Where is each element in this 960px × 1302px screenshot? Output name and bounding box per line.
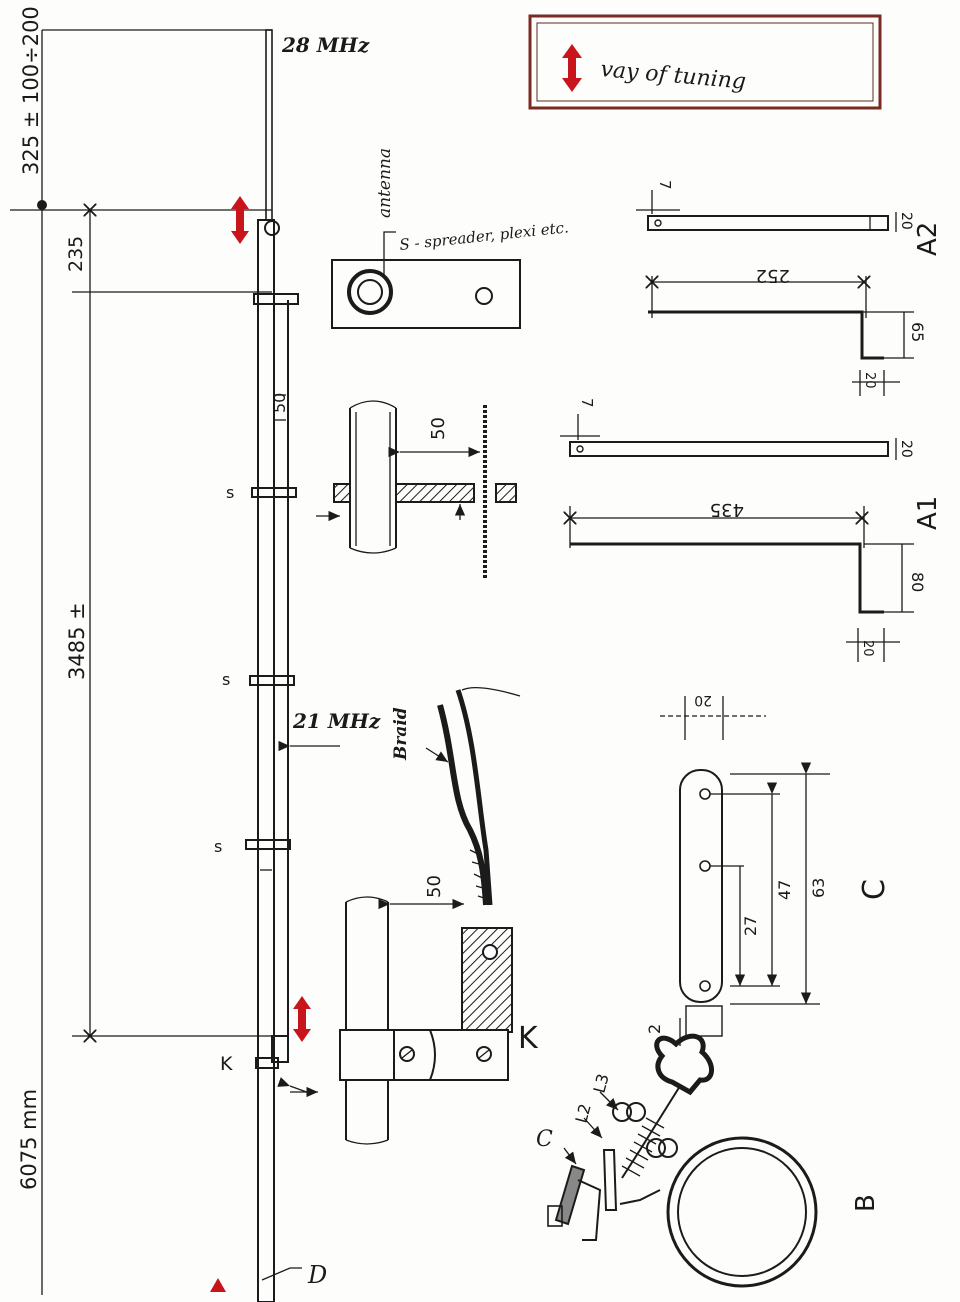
a1-width: 20 [898,440,914,458]
tuning-arrow-icon [293,996,311,1042]
b-label-l2: L2 [572,1102,595,1125]
braid-clamp-mark: K [518,1021,539,1056]
spacing-label: 50 [270,393,289,413]
tuning-arrow-icon [562,44,582,92]
spreader-3 [245,839,291,850]
a1-length: 435 [710,499,744,520]
c-d2: 47 [775,880,794,900]
a2-width: 20 [898,212,914,230]
tuning-arrow-icon [231,196,249,244]
antenna-label: antenna [375,148,395,218]
clamp-mark: K [220,1053,233,1075]
tuning-arrow-icon [210,1278,226,1292]
c-d3: 63 [809,878,828,898]
clamp-k [255,1035,289,1069]
part-b-drawing [547,1033,818,1288]
band-21-label: 21 MHz [292,709,381,733]
spreader-mark-3: s [214,837,222,856]
a2-leg-width: 20 [862,372,877,389]
a2-hole: 7 [656,180,674,190]
c-d1: 27 [741,916,760,936]
b-label-c: C [536,1127,553,1152]
a1-name: A1 [913,496,943,530]
section-gap-label: 50 [428,417,449,440]
legend-label: vay of tuning [599,57,746,95]
braid-label: Braid [391,707,411,761]
c-name: C [857,879,892,900]
a2-leg: 65 [908,322,927,342]
section-detail [316,400,517,580]
dim-upper-section: 235 [65,236,87,272]
braid-gap-label: 50 [424,875,445,898]
spreader-mark-2: s [222,670,230,689]
b-label-l3: L3 [590,1072,613,1095]
a1-leg-width: 20 [860,640,875,657]
part-c-drawing [660,696,830,1046]
dim-top-tip: 325 ± 100÷200 [19,6,43,175]
dim-main-section: 3485 ± [65,602,89,680]
base-mark: D [307,1261,327,1289]
spreader-detail [331,231,521,329]
band-28-label: 28 MHz [281,33,370,57]
spreader-caption: S - spreader, plexi etc. [399,218,570,254]
c-width: 20 [694,692,712,708]
c-thickness: 2 [645,1024,664,1034]
part-a2-drawing [636,190,914,396]
spreader-2 [249,675,295,686]
a1-hole: 7 [578,398,596,408]
a2-length: 252 [756,265,790,286]
mast-drawing [245,29,340,1302]
spreader-1 [251,487,297,498]
left-dimension-lines [10,29,272,1295]
part-a1-drawing [560,414,914,662]
legend-box: vay of tuning [528,14,882,110]
b-name: B [851,1194,881,1212]
spreader-mark-1: s [226,483,234,502]
spreader-top [253,293,299,305]
dim-total-length: 6075 mm [17,1089,41,1190]
a2-name: A2 [913,222,943,256]
a1-leg: 80 [908,572,927,592]
braid-detail [290,686,521,1145]
